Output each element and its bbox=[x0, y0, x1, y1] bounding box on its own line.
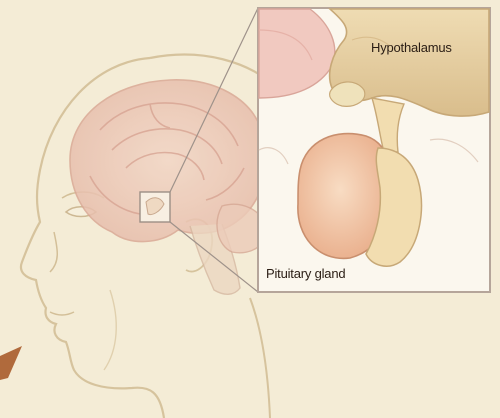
cheek-line bbox=[104, 290, 116, 370]
hypothalamus-label: Hypothalamus bbox=[371, 40, 452, 55]
pituitary-gland-label: Pituitary gland bbox=[266, 266, 345, 281]
inset-mammillary bbox=[330, 82, 365, 106]
mouth-line bbox=[50, 312, 74, 315]
neck-outline bbox=[250, 298, 270, 418]
corner-arrow-icon bbox=[0, 346, 22, 380]
nose-line bbox=[50, 232, 57, 272]
